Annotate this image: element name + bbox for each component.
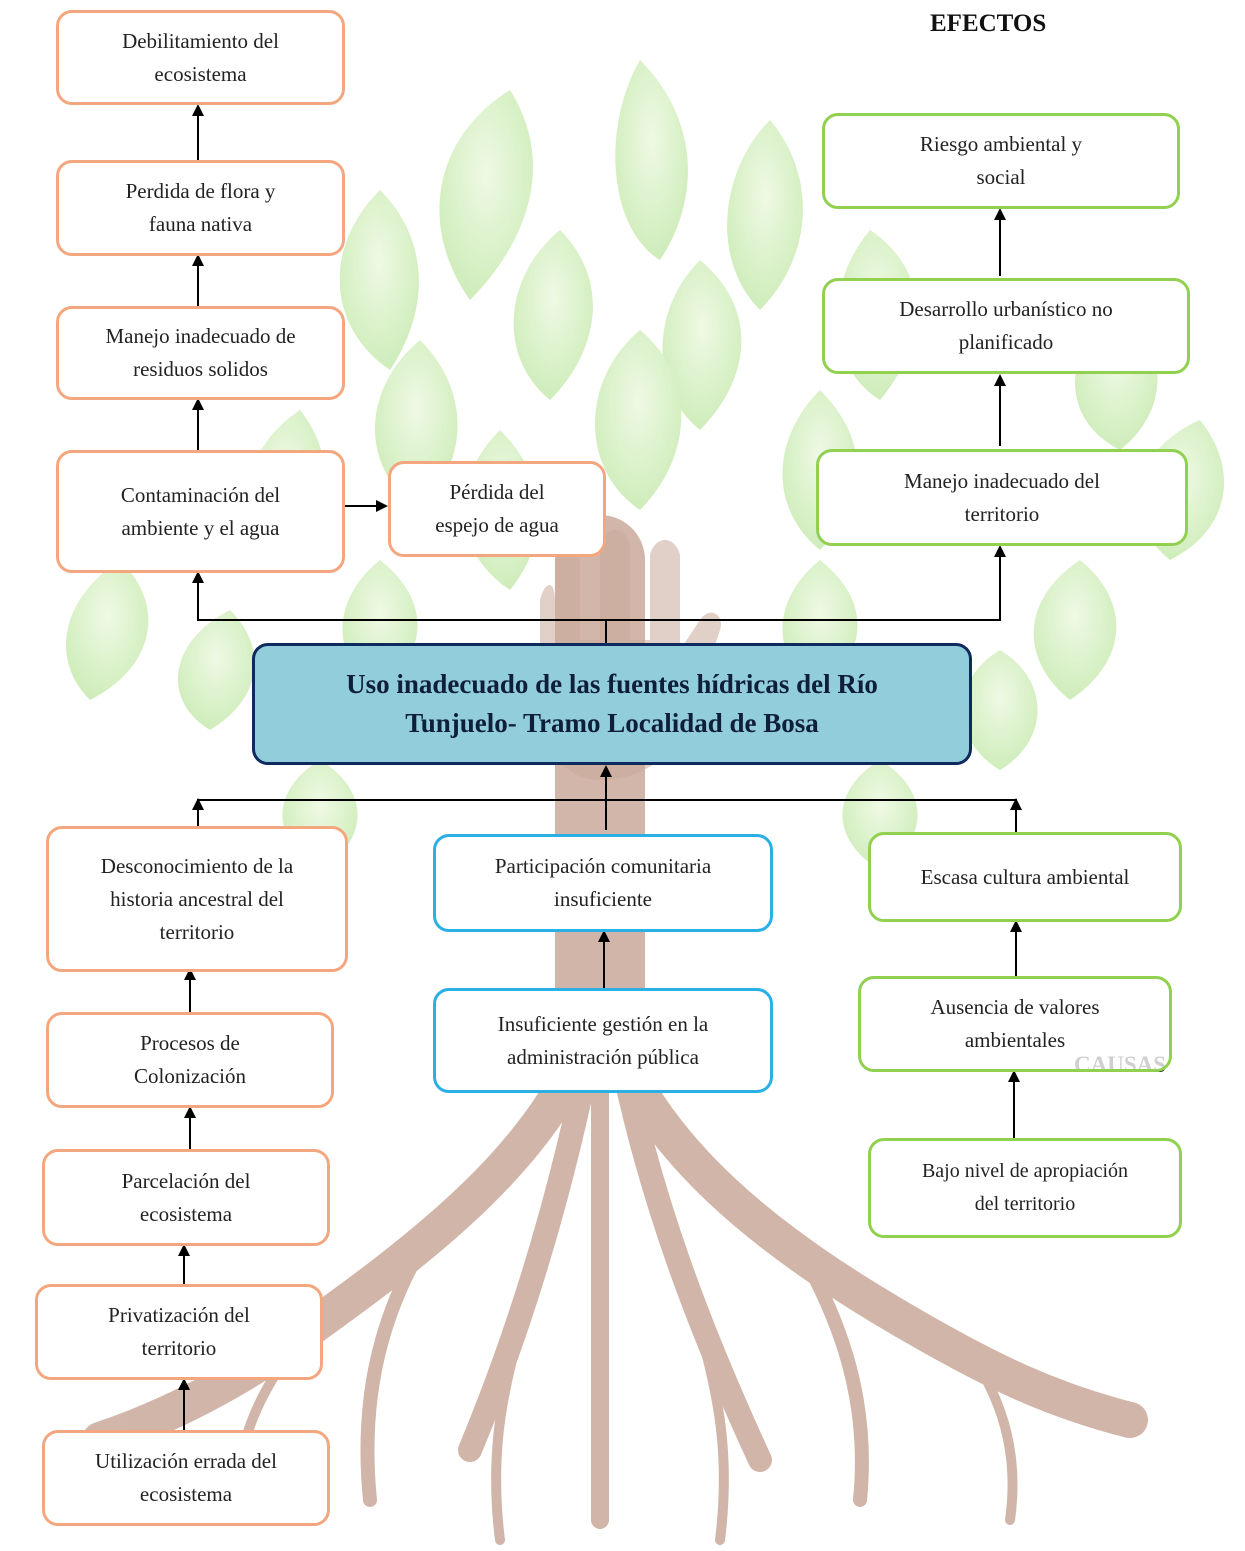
effect-text: Contaminación del ambiente y el agua (120, 482, 281, 540)
effect-text: Manejo inadecuado del territorio (904, 468, 1100, 526)
effect-text: Debilitamiento del ecosistema (122, 28, 279, 86)
cause-text: Escasa cultura ambiental (920, 864, 1130, 889)
effect-text: Pérdida del espejo de agua (435, 480, 559, 537)
effect-box-debilitamiento: Debilitamiento del ecosistema (56, 10, 345, 105)
cause-text: Ausencia de valores ambientales (930, 995, 1100, 1052)
effect-text: Riesgo ambiental y social (919, 132, 1083, 189)
cause-text: Participación comunitaria insuficiente (494, 854, 712, 911)
effect-box-desarrollo: Desarrollo urbanístico no planificado (822, 278, 1190, 374)
cause-text: Bajo nivel de apropiación del territorio (921, 1160, 1129, 1215)
effect-box-riesgo: Riesgo ambiental y social (822, 113, 1180, 209)
cause-text: Procesos de Colonización (134, 1031, 246, 1088)
cause-text: Privatización del territorio (108, 1303, 250, 1360)
cause-box-desconocimiento: Desconocimiento de la historia ancestral… (46, 826, 348, 972)
cause-text: Desconocimiento de la historia ancestral… (100, 853, 294, 944)
effect-box-contaminacion: Contaminación del ambiente y el agua (56, 450, 345, 573)
effect-text: Desarrollo urbanístico no planificado (899, 297, 1113, 354)
cause-box-bajo-nivel: Bajo nivel de apropiación del territorio (868, 1138, 1182, 1238)
central-problem-text: Uso inadecuado de las fuentes hídricas d… (346, 669, 878, 738)
cause-text: Insuficiente gestión en la administració… (497, 1011, 709, 1069)
cause-box-escasa-cultura: Escasa cultura ambiental (868, 832, 1182, 922)
effect-box-manejo-territorio: Manejo inadecuado del territorio (816, 449, 1188, 546)
cause-text: Parcelación del ecosistema (121, 1168, 251, 1226)
effects-label: EFECTOS (930, 10, 1047, 37)
effect-text: Perdida de flora y fauna nativa (125, 179, 276, 236)
effect-text: Manejo inadecuado de residuos solidos (105, 324, 296, 381)
effect-box-manejo-residuos: Manejo inadecuado de residuos solidos (56, 306, 345, 400)
cause-box-participacion: Participación comunitaria insuficiente (433, 834, 773, 932)
cause-box-parcelacion: Parcelación del ecosistema (42, 1149, 330, 1246)
effect-box-perdida-espejo: Pérdida del espejo de agua (388, 461, 606, 557)
cause-text: Utilización errada del ecosistema (95, 1449, 277, 1506)
central-problem-box: Uso inadecuado de las fuentes hídricas d… (252, 643, 972, 765)
cause-box-ausencia-valores: Ausencia de valores ambientales (858, 976, 1172, 1072)
cause-box-privatizacion: Privatización del territorio (35, 1284, 323, 1380)
effect-box-perdida-flora: Perdida de flora y fauna nativa (56, 160, 345, 256)
cause-box-gestion-publica: Insuficiente gestión en la administració… (433, 988, 773, 1093)
cause-box-procesos-colonizacion: Procesos de Colonización (46, 1012, 334, 1108)
cause-box-utilizacion-errada: Utilización errada del ecosistema (42, 1430, 330, 1526)
